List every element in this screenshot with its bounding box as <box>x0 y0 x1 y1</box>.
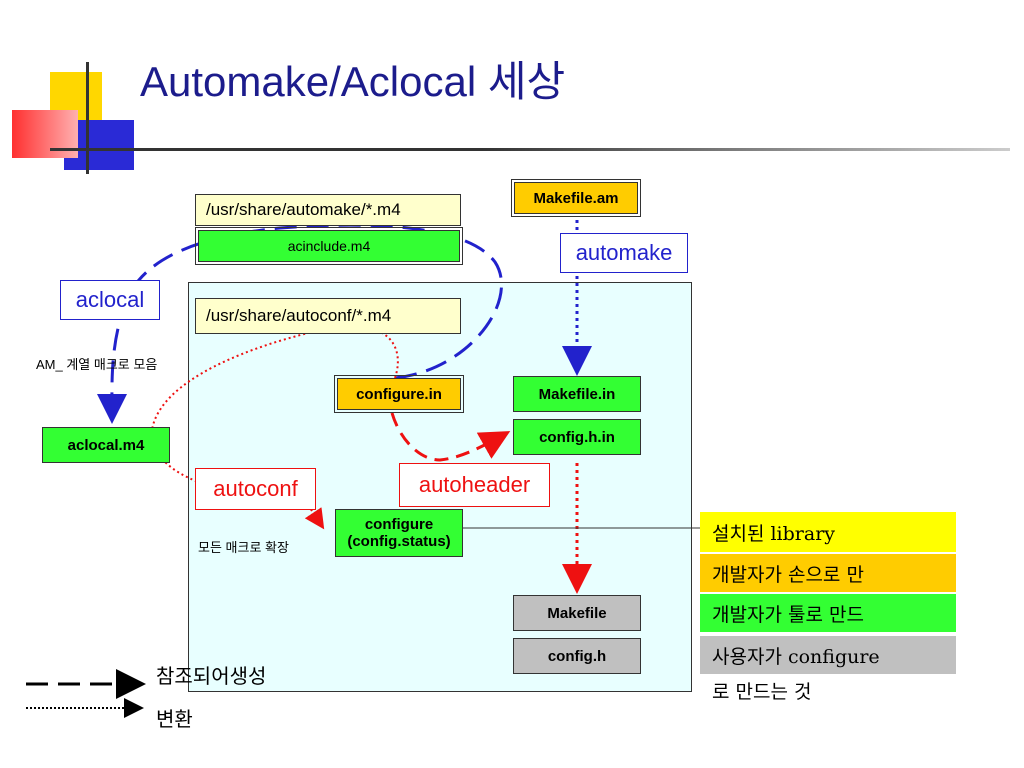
legend-by-configure: 사용자가 configure <box>700 636 956 674</box>
legend-installed: 설치된 library <box>700 512 956 552</box>
autoheader-dashed-arrow <box>390 412 511 462</box>
automake-m4-path: /usr/share/automake/*.m4 <box>195 194 461 226</box>
configure-box-line2: (config.status) <box>347 533 451 550</box>
config-h-in-box: config.h.in <box>513 419 641 455</box>
legend-dotted-label: 변환 <box>156 707 193 731</box>
all-macros-note: 모든 매크로 확장 <box>198 540 289 555</box>
deco-horizontal-line <box>50 148 1010 151</box>
autoconf-label: autoconf <box>195 468 316 510</box>
configure-in-box: configure.in <box>334 375 464 413</box>
automake-label: automake <box>560 233 688 273</box>
legend-by-hand: 개발자가 손으로 만 <box>700 554 956 592</box>
am-macros-note: AM_ 계열 매크로 모음 <box>36 357 158 372</box>
deco-vertical-line <box>86 62 89 174</box>
makefile-box: Makefile <box>513 595 641 631</box>
makefile-in-box: Makefile.in <box>513 376 641 412</box>
configure-box-line1: configure <box>364 516 434 533</box>
configure-box: configure (config.status) <box>335 509 463 557</box>
legend-by-tool: 개발자가 툴로 만드 <box>700 594 956 632</box>
aclocal-dashed-arrow <box>96 223 503 424</box>
makefile-am-box: Makefile.am <box>511 179 641 217</box>
aclocal-label: aclocal <box>60 280 160 320</box>
config-h-box: config.h <box>513 638 641 674</box>
slide-title: Automake/Aclocal 세상 <box>140 58 566 105</box>
aclocal-m4-box: aclocal.m4 <box>42 427 170 463</box>
autoconf-m4-path: /usr/share/autoconf/*.m4 <box>195 298 461 334</box>
legend-by-configure-line2: 로 만드는 것 <box>712 680 812 703</box>
legend-dashed-label: 참조되어생성 <box>156 664 267 688</box>
acinclude-box: acinclude.m4 <box>195 227 463 265</box>
autoheader-label: autoheader <box>399 463 550 507</box>
